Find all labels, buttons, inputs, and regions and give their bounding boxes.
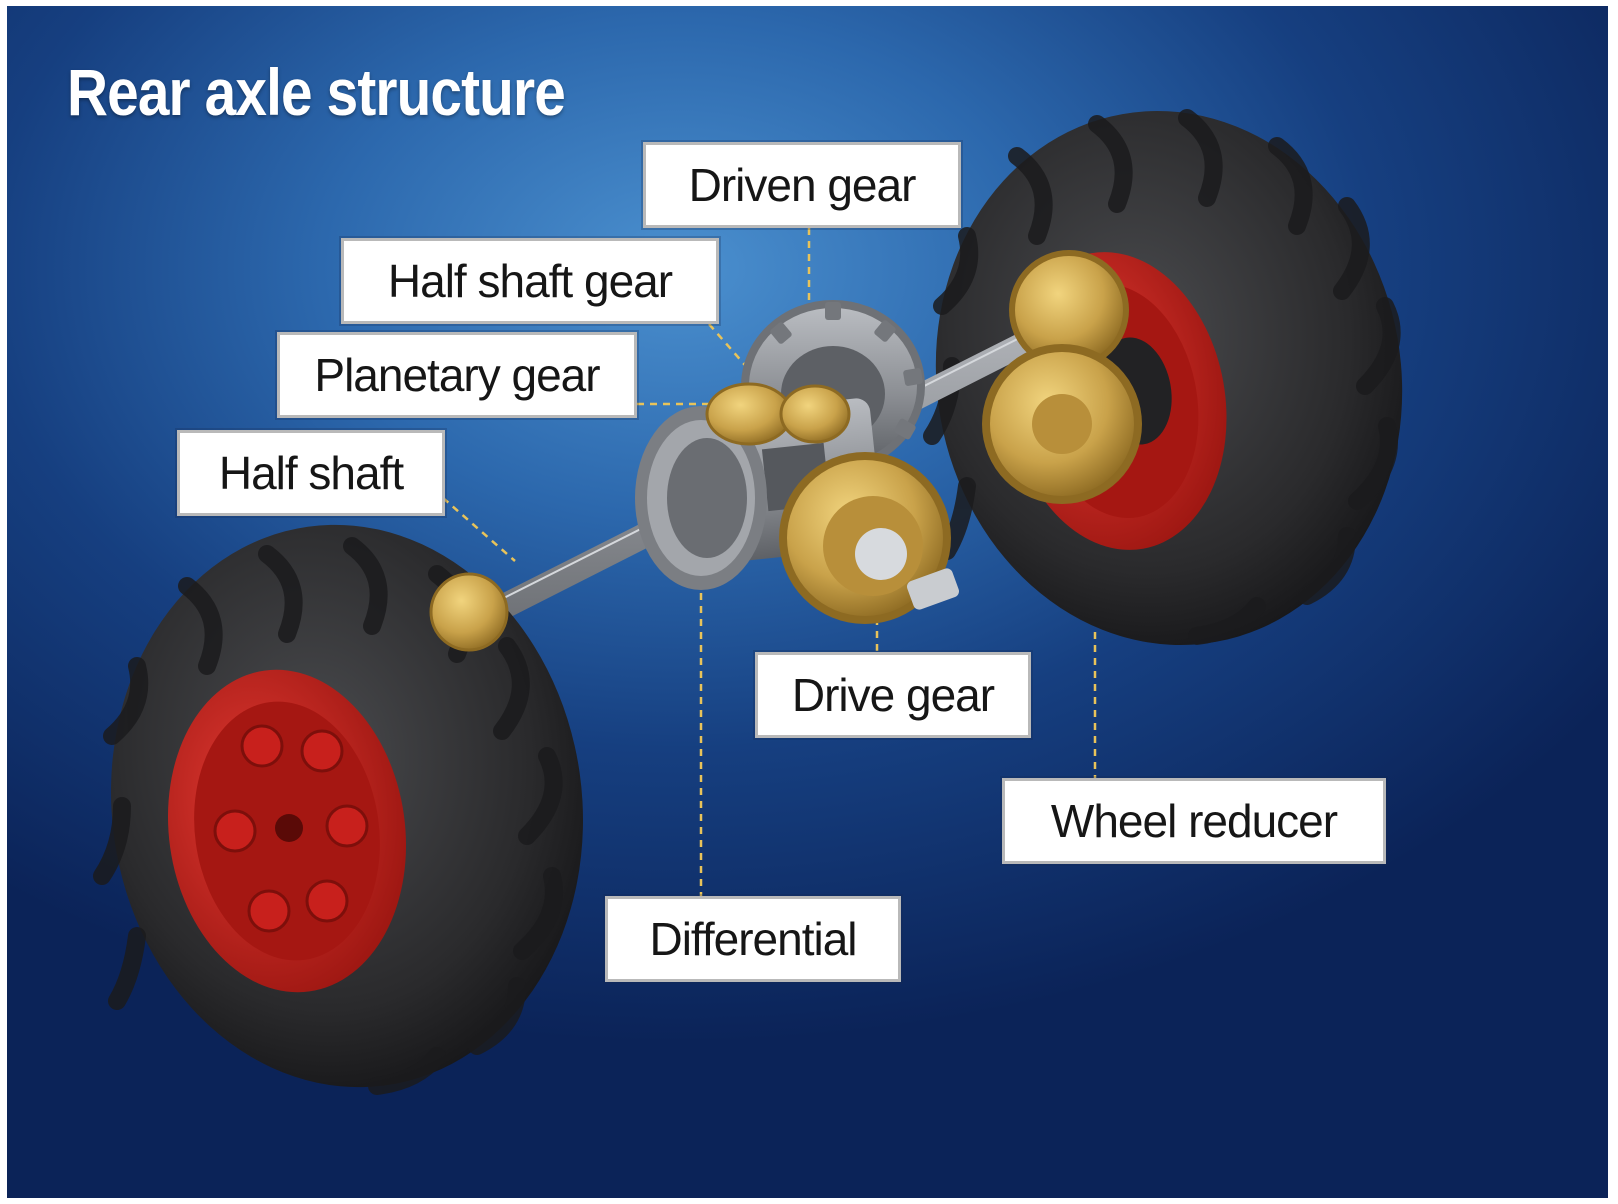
label-wheel-reducer: Wheel reducer [1002, 778, 1386, 864]
drive-gear [779, 452, 959, 624]
wheel-reducer-gears [982, 250, 1142, 504]
label-differential: Differential [605, 896, 901, 982]
diagram-canvas: Rear axle structure Driven gear Half sha… [7, 6, 1608, 1198]
label-driven-gear: Driven gear [643, 142, 961, 228]
planetary-gears [705, 382, 851, 446]
left-wheel [93, 524, 583, 1095]
label-drive-gear: Drive gear [755, 652, 1031, 738]
rear-axle-illustration [93, 109, 1403, 1095]
leader-half-shaft-gear [708, 323, 780, 405]
label-half-shaft-gear: Half shaft gear [341, 238, 719, 324]
label-half-shaft: Half shaft [177, 430, 445, 516]
leader-half-shaft [442, 497, 516, 562]
diagram-title: Rear axle structure [67, 55, 566, 129]
label-planetary-gear: Planetary gear [277, 332, 637, 418]
